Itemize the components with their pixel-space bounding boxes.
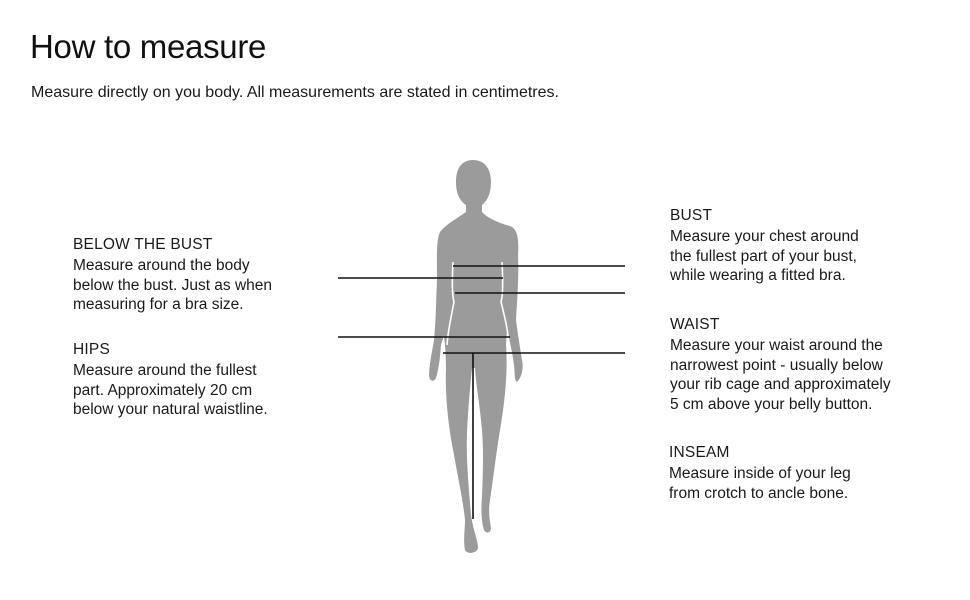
waist-desc-line: narrowest point - usually below bbox=[670, 356, 883, 374]
inseam-desc-line: from crotch to ancle bone. bbox=[669, 484, 849, 502]
hips-desc-line: Measure around the fullest bbox=[73, 362, 257, 379]
inseam-label: INSEAM bbox=[669, 444, 730, 461]
below-the-bust-desc-line: measuring for a bra size. bbox=[73, 296, 244, 313]
page-title: How to measure bbox=[30, 28, 267, 65]
inseam-desc-line: Measure inside of your leg bbox=[669, 465, 851, 482]
below-the-bust-block: BELOW THE BUST Measure around the body b… bbox=[73, 235, 343, 315]
measurement-lines bbox=[338, 265, 625, 519]
hips-desc-line: below your natural waistline. bbox=[73, 401, 268, 418]
waist-desc-line: 5 cm above your belly button. bbox=[670, 395, 873, 413]
page-subtitle: Measure directly on you body. All measur… bbox=[31, 84, 559, 101]
bust-desc-line: the fullest part of your bust, bbox=[670, 247, 857, 265]
bust-block: BUST Measure your chest around the fulle… bbox=[670, 206, 930, 286]
bust-desc-line: Measure your chest around bbox=[670, 228, 859, 245]
hips-label: HIPS bbox=[73, 341, 110, 358]
below-the-bust-desc-line: Measure around the body bbox=[73, 257, 250, 274]
below-the-bust-label: BELOW THE BUST bbox=[73, 236, 213, 253]
body-silhouette bbox=[429, 160, 523, 553]
bust-label: BUST bbox=[670, 207, 713, 224]
inseam-block: INSEAM Measure inside of your leg from c… bbox=[669, 443, 929, 503]
arm-gap-outlines bbox=[446, 261, 510, 346]
waist-label: WAIST bbox=[670, 316, 720, 333]
waist-desc-line: your rib cage and approximately bbox=[670, 376, 891, 393]
waist-block: WAIST Measure your waist around the narr… bbox=[670, 315, 940, 414]
bust-desc-line: while wearing a fitted bra. bbox=[670, 267, 846, 284]
hips-desc-line: part. Approximately 20 cm bbox=[73, 381, 253, 399]
below-the-bust-desc-line: below the bust. Just as when bbox=[73, 276, 273, 294]
waist-desc-line: Measure your waist around the bbox=[670, 337, 883, 354]
hips-block: HIPS Measure around the fullest part. Ap… bbox=[73, 340, 343, 420]
